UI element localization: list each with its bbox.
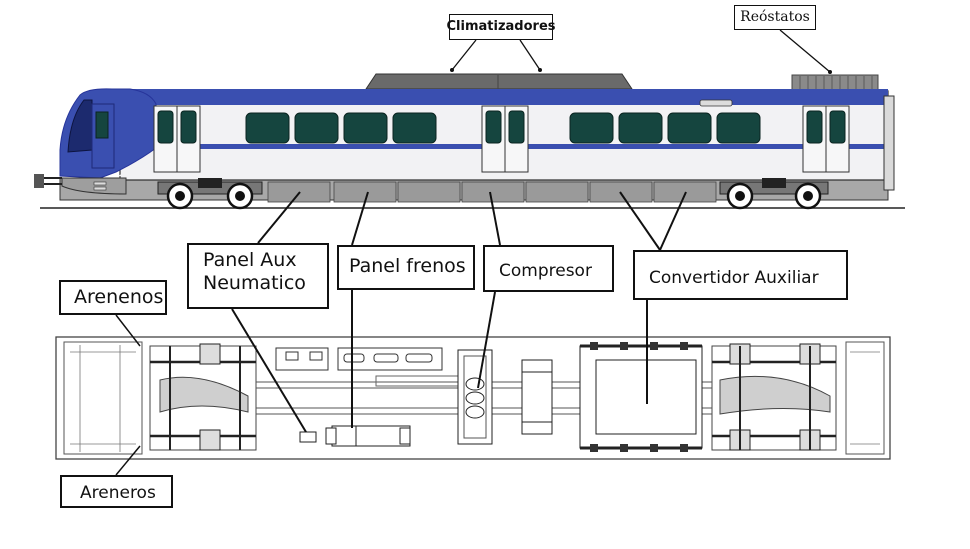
- label-climatizadores: Climatizadores: [446, 14, 556, 40]
- door-windows: [157, 110, 846, 144]
- label-areneros: Areneros: [60, 475, 173, 508]
- underfloor-plan-view: [55, 336, 891, 460]
- label-panel-aux-neumatico: Panel Aux Neumatico: [187, 243, 329, 309]
- plan-panel-frenos: [325, 425, 411, 447]
- plan-bogie-rear: [711, 343, 837, 451]
- label-areneros-text: Areneros: [80, 483, 156, 503]
- passenger-windows: [245, 112, 761, 144]
- roof-blue-band: [110, 89, 888, 105]
- bogie-rear: [719, 178, 829, 210]
- label-reostatos: Reóstatos: [734, 5, 816, 30]
- plan-compresor: [457, 349, 493, 445]
- label-convertidor-auxiliar: Convertidor Auxiliar: [633, 250, 848, 300]
- callout-lines: [115, 29, 831, 476]
- plan-panel-aux: [299, 431, 317, 443]
- label-panel-aux-neumatico-text: Panel Aux Neumatico: [203, 249, 306, 294]
- label-arenenos-text: Arenenos: [74, 286, 164, 308]
- label-compresor: Compresor: [483, 245, 614, 292]
- label-climatizadores-text: Climatizadores: [446, 19, 556, 35]
- plan-outline: [55, 336, 891, 460]
- label-compresor-text: Compresor: [499, 261, 592, 281]
- roof-climatizador-unit: [365, 73, 633, 90]
- train-side-view: [34, 73, 905, 210]
- label-reostatos-text: Reóstatos: [740, 9, 810, 26]
- label-arenenos: Arenenos: [59, 280, 167, 315]
- bogie-front: [157, 178, 263, 210]
- cab-windshield: [67, 99, 93, 153]
- roof-reostatos-unit: [791, 74, 879, 91]
- label-convertidor-auxiliar-text: Convertidor Auxiliar: [649, 268, 819, 288]
- plan-convertidor-auxiliar: [579, 342, 703, 452]
- plan-bogie-front: [149, 343, 257, 451]
- label-panel-frenos: Panel frenos: [337, 245, 475, 290]
- label-panel-frenos-text: Panel frenos: [349, 255, 466, 277]
